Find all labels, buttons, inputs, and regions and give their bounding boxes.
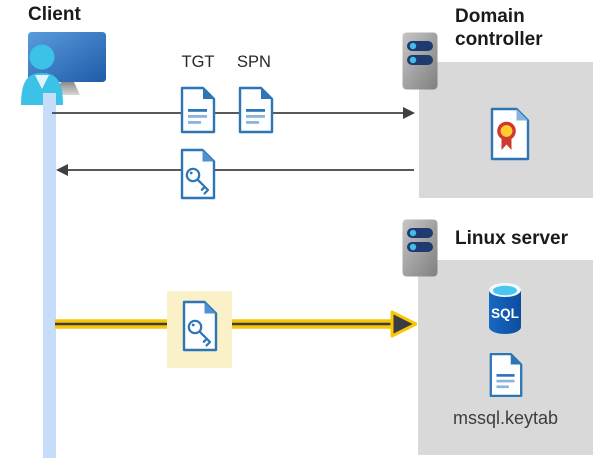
- seal-icon: [497, 121, 516, 141]
- arrowhead-right-icon: [390, 310, 417, 338]
- sql-database-icon: SQL: [489, 283, 521, 334]
- spn-document-icon: [238, 86, 274, 134]
- certificate-document-icon: [490, 107, 530, 161]
- spn-label: SPN: [237, 53, 271, 71]
- server-icon: [402, 219, 438, 277]
- person-collar: [35, 75, 49, 89]
- sql-badge-text: SQL: [491, 306, 519, 321]
- client-workstation-icon: [21, 32, 106, 105]
- server-icon: [402, 32, 438, 90]
- arrowhead-left-icon: [56, 164, 68, 176]
- key-document-icon: [180, 148, 216, 200]
- arrowhead-right-icon: [403, 107, 415, 119]
- monitor-icon: [28, 32, 106, 82]
- tgt-label: TGT: [181, 53, 215, 71]
- client-lifeline: [43, 93, 56, 458]
- request-arrow: [52, 107, 415, 119]
- sql-connection-arrow: [55, 310, 417, 338]
- tgt-document-icon: [180, 86, 216, 134]
- client-title: Client: [28, 4, 81, 25]
- linux-server-title: Linux server: [455, 228, 568, 249]
- response-arrow: [56, 164, 414, 176]
- domain-controller-title: Domain controller: [455, 6, 543, 50]
- key-document-icon: [182, 300, 218, 352]
- person-head: [29, 44, 55, 70]
- keytab-document-icon: [489, 352, 523, 398]
- keytab-filename: mssql.keytab: [452, 408, 559, 428]
